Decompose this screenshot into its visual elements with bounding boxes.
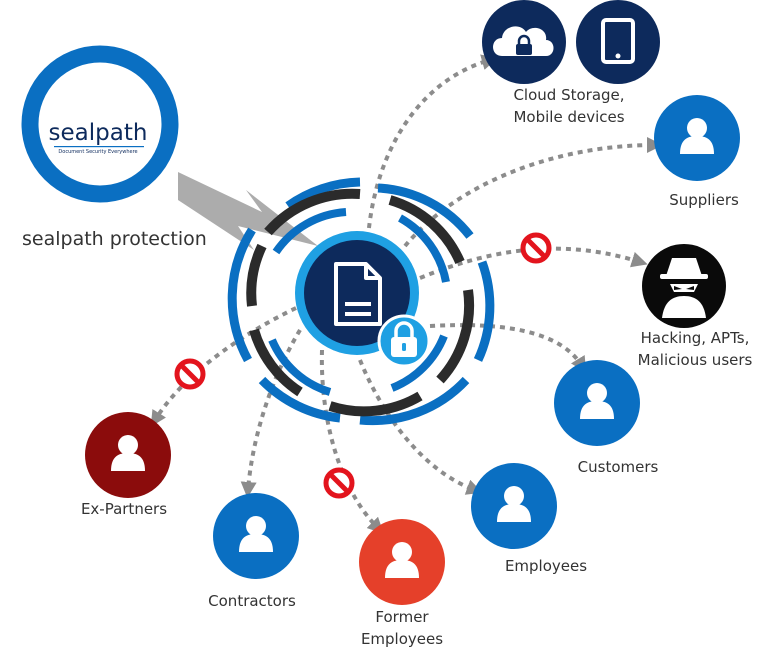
- node-ex-partners: [85, 412, 171, 498]
- node-employees: [471, 463, 557, 549]
- hacker-icon: [660, 258, 708, 318]
- label-line: Employees: [504, 557, 588, 575]
- node-customers: [554, 360, 640, 446]
- label-contractors: Contractors: [190, 590, 314, 612]
- blocked-icon: [326, 470, 352, 496]
- label-cloud-storage: Cloud Storage, Mobile devices: [494, 84, 644, 128]
- label-hacking: Hacking, APTs, Malicious users: [628, 327, 762, 371]
- blocked-icon: [523, 235, 549, 261]
- label-line: Mobile devices: [513, 108, 625, 126]
- arrow-to-ex-partners: [150, 306, 297, 427]
- logo-tagline: Document Security Everywhere: [58, 149, 137, 155]
- label-line: Malicious users: [637, 351, 753, 369]
- tablet-icon: [601, 18, 635, 64]
- label-former-employees: Former Employees: [340, 606, 464, 650]
- node-cloud-storage: [482, 0, 660, 84]
- label-suppliers: Suppliers: [644, 189, 764, 211]
- label-line: Suppliers: [669, 191, 739, 209]
- sealpath-logo: sealpath Document Security Everywhere: [21, 45, 179, 203]
- label-line: Employees: [360, 630, 444, 648]
- label-employees: Employees: [484, 555, 608, 577]
- node-hacking: [642, 244, 726, 328]
- protection-rings: [227, 177, 495, 426]
- sealpath-protection-caption: sealpath protection: [22, 228, 207, 250]
- label-line: Customers: [577, 458, 659, 476]
- arrow-to-former-employees: [319, 349, 384, 534]
- label-ex-partners: Ex-Partners: [62, 498, 186, 520]
- document-icon: [334, 262, 382, 326]
- arrow-to-hacking: [419, 246, 648, 280]
- arrow-to-customers: [429, 323, 587, 373]
- arrow-to-contractors: [240, 328, 302, 498]
- blocked-icon: [177, 361, 203, 387]
- node-contractors: [213, 493, 299, 579]
- lightning-bolt-icon: [178, 172, 318, 250]
- cloud-lock-icon: [493, 26, 554, 56]
- node-former-employees: [359, 519, 445, 605]
- padlock-icon: [377, 314, 431, 368]
- label-customers: Customers: [556, 456, 680, 478]
- protected-document: [295, 231, 431, 368]
- label-line: Cloud Storage,: [513, 86, 625, 104]
- label-line: Former: [375, 608, 429, 626]
- label-line: Ex-Partners: [80, 500, 168, 518]
- arrow-to-cloud-storage: [366, 54, 498, 239]
- logo-wordmark: sealpath: [49, 120, 148, 146]
- label-line: Hacking, APTs,: [640, 329, 750, 347]
- node-suppliers: [654, 95, 740, 181]
- label-line: Contractors: [208, 592, 296, 610]
